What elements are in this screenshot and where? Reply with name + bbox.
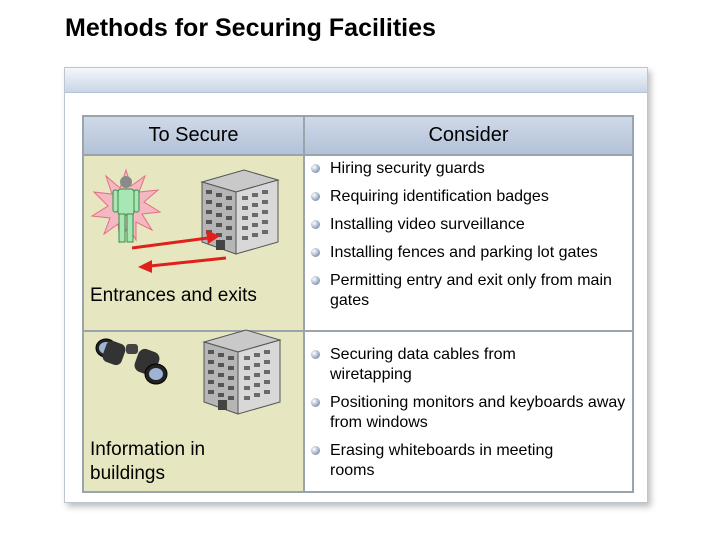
row-divider bbox=[305, 330, 632, 332]
list-item: Positioning monitors and keyboards away … bbox=[309, 393, 630, 433]
binoculars-icon bbox=[95, 338, 168, 385]
slide-title: Methods for Securing Facilities bbox=[65, 14, 436, 42]
bullet-dot-icon bbox=[311, 192, 320, 201]
entry-exit-arrows-icon bbox=[131, 230, 227, 273]
category-label-information: Information in buildings bbox=[90, 439, 206, 484]
bullet-dot-icon bbox=[311, 248, 320, 257]
category-label-entrances: Entrances and exits bbox=[90, 285, 257, 306]
bullet-dot-icon bbox=[311, 276, 320, 285]
list-item: Securing data cables from wiretapping bbox=[309, 345, 560, 385]
header-consider: Consider bbox=[305, 117, 632, 156]
bullet-list-entrances: Hiring security guards Requiring identif… bbox=[309, 159, 626, 311]
bullet-list-information: Securing data cables from wiretapping Po… bbox=[309, 345, 626, 481]
methods-table: To Secure Consider bbox=[82, 115, 634, 493]
list-item: Hiring security guards bbox=[309, 159, 626, 179]
list-item: Installing video surveillance bbox=[309, 215, 626, 235]
office-building-icon bbox=[202, 329, 282, 415]
list-item: Erasing whiteboards in meeting rooms bbox=[309, 441, 600, 481]
header-to-secure: To Secure bbox=[84, 117, 305, 156]
bullet-dot-icon bbox=[311, 164, 320, 173]
panel-header-bar bbox=[65, 68, 647, 93]
bullet-dot-icon bbox=[311, 398, 320, 407]
bullet-dot-icon bbox=[311, 220, 320, 229]
category-cell-information: Information in buildings bbox=[84, 329, 305, 491]
list-item: Requiring identification badges bbox=[309, 187, 626, 207]
bullet-dot-icon bbox=[311, 350, 320, 359]
bullet-dot-icon bbox=[311, 446, 320, 455]
list-item: Installing fences and parking lot gates bbox=[309, 243, 600, 263]
category-cell-entrances: Entrances and exits bbox=[84, 156, 305, 332]
guard-person-icon bbox=[90, 168, 162, 244]
list-item: Permitting entry and exit only from main… bbox=[309, 271, 620, 311]
